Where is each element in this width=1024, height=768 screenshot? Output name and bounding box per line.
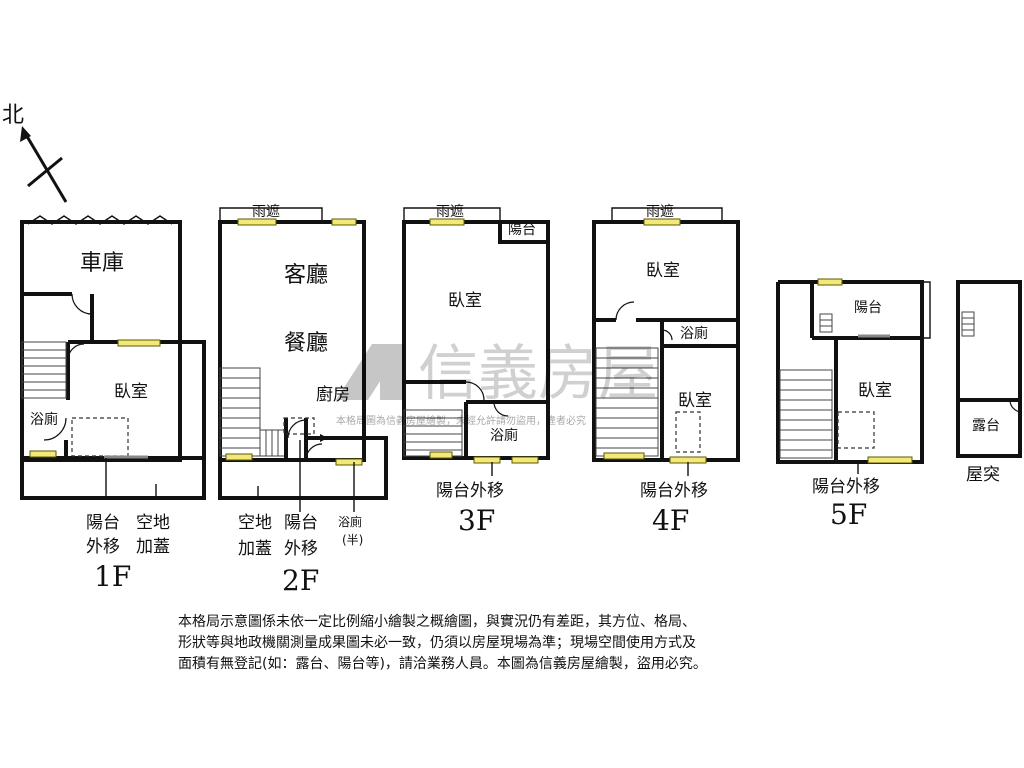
disclaimer-line-1: 本格局示意圖係未依一定比例縮小繪製之概繪圖，與實況仍有差距，其方位、格局、 bbox=[178, 614, 696, 630]
room-bath-3f: 浴廁 bbox=[490, 427, 518, 444]
note-balcony-moved-1f-2: 外移 bbox=[86, 537, 120, 557]
disclaimer: 本格局示意圖係未依一定比例縮小繪製之概繪圖，與實況仍有差距，其方位、格局、 形狀… bbox=[178, 612, 878, 675]
stairs-4f bbox=[595, 347, 659, 457]
note-balcony-moved-1f-1: 陽台 bbox=[86, 513, 120, 533]
note-balcony-moved-5f: 陽台外移 bbox=[812, 477, 880, 497]
terrace-roof: 露台 bbox=[972, 418, 1000, 434]
note-open-space-1f-1: 空地 bbox=[136, 513, 170, 533]
disclaimer-line-3: 面積有無登記(如：露台、陽台等)，請洽業務人員。本圖為信義房屋繪製，盜用必究。 bbox=[178, 656, 707, 672]
room-bedroom-4f-2: 臥室 bbox=[678, 391, 712, 411]
room-kitchen: 廚房 bbox=[316, 384, 350, 405]
watermark: 信義房屋 本格局圖為信義房屋繪製，未經允許請勿盜用，違者必究 bbox=[336, 339, 658, 427]
north-label: 北 bbox=[2, 103, 24, 128]
floor-label-1f: 1F bbox=[94, 560, 131, 593]
stairs-5f bbox=[779, 369, 833, 459]
note-balcony-moved-2f-1: 陽台 bbox=[284, 513, 318, 533]
note-open-space-2f-2: 加蓋 bbox=[238, 539, 272, 559]
stairs-1f bbox=[21, 341, 67, 399]
note-balcony-moved-2f-2: 外移 bbox=[284, 539, 318, 559]
room-bath-4f: 浴廁 bbox=[680, 325, 708, 342]
note-open-space-2f-1: 空地 bbox=[238, 513, 272, 533]
room-bedroom-4f-1: 臥室 bbox=[646, 261, 680, 281]
canopy-3f: 雨遮 bbox=[436, 204, 464, 220]
floor-label-5f: 5F bbox=[830, 498, 867, 531]
floor-1f: 車庫 臥室 浴廁 陽台 外移 空地 加蓋 1F bbox=[20, 215, 206, 593]
room-garage: 車庫 bbox=[80, 251, 124, 276]
canopy-2f: 雨遮 bbox=[252, 204, 280, 220]
stairs-2f bbox=[219, 367, 287, 457]
note-balcony-moved-4f: 陽台外移 bbox=[640, 481, 708, 501]
canopy-4f: 雨遮 bbox=[646, 204, 674, 220]
room-bedroom-5f: 臥室 bbox=[858, 381, 892, 401]
floor-5f: 陽台 臥室 陽台外移 5F bbox=[776, 278, 931, 531]
room-dining: 餐廳 bbox=[284, 331, 328, 356]
floor-label-2f: 2F bbox=[282, 564, 319, 597]
floor-2f: 雨遮 客廳 餐廳 廚房 bbox=[218, 204, 388, 597]
watermark-notice: 本格局圖為信義房屋繪製，未經允許請勿盜用，違者必究 bbox=[336, 414, 586, 427]
disclaimer-line-2: 形狀等與地政機關測量成果圖未必一致，仍須以房屋現場為準；現場空間使用方式及 bbox=[178, 635, 696, 651]
stairs-3f bbox=[403, 409, 463, 457]
note-half-bath-2f-2: (半) bbox=[342, 533, 363, 547]
floor-label-3f: 3F bbox=[458, 504, 495, 537]
floor-label-4f: 4F bbox=[652, 504, 689, 537]
watermark-brand: 信義房屋 bbox=[418, 339, 658, 409]
note-balcony-moved-3f: 陽台外移 bbox=[436, 481, 504, 501]
floor-3f: 雨遮 陽台 臥室 浴廁 陽台外移 3F bbox=[402, 204, 550, 537]
floor-label-roof: 屋突 bbox=[966, 465, 1000, 485]
north-arrow: 北 bbox=[2, 103, 68, 203]
floor-roof: 露台 屋突 bbox=[956, 280, 1023, 485]
room-bedroom-3f: 臥室 bbox=[448, 291, 482, 311]
note-half-bath-2f-1: 浴廁 bbox=[338, 514, 362, 529]
balcony-3f: 陽台 bbox=[508, 222, 536, 238]
note-open-space-1f-2: 加蓋 bbox=[136, 537, 170, 557]
floor-4f: 雨遮 臥室 浴廁 臥室 陽台外移 4F bbox=[592, 204, 740, 537]
room-living: 客廳 bbox=[284, 263, 328, 288]
watermark-logo bbox=[336, 344, 404, 400]
balcony-5f: 陽台 bbox=[854, 300, 882, 316]
room-bedroom-1f: 臥室 bbox=[114, 382, 148, 402]
room-bath-1f: 浴廁 bbox=[30, 411, 58, 428]
